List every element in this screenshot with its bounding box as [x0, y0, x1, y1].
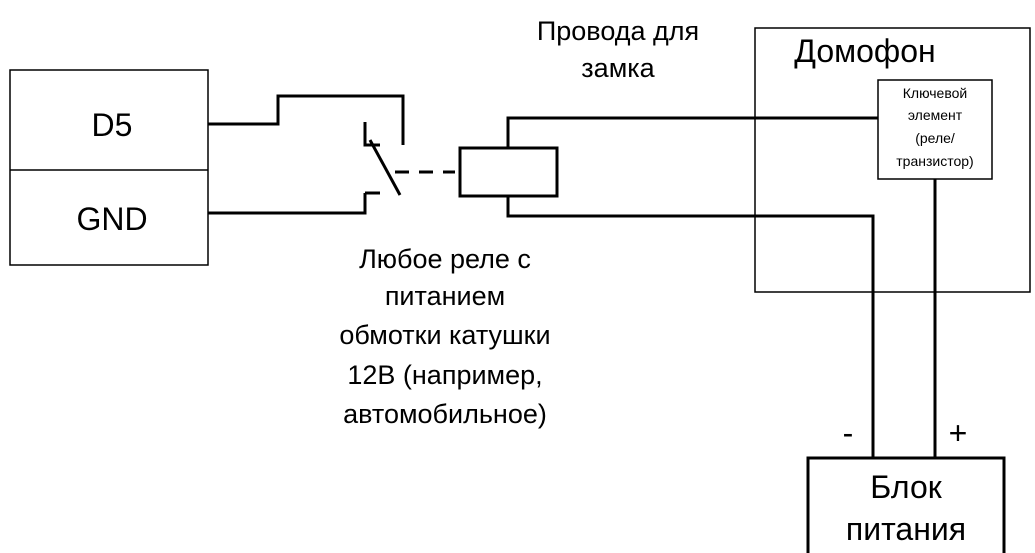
wire-lock-bottom [506, 196, 875, 458]
key-element-line-4: транзистор) [896, 153, 973, 169]
lock-wires-label: Провода для замка [537, 16, 699, 83]
wire-gnd [208, 193, 367, 215]
wire-lock-top [506, 116, 878, 148]
relay-description-line-1: Любое реле с [359, 244, 531, 274]
key-element-line-2: элемент [908, 107, 963, 123]
power-supply-title-line-2: питания [846, 511, 966, 547]
pin-gnd-label: GND [76, 201, 147, 237]
key-element-line-1: Ключевой [903, 85, 967, 101]
power-supply-title-line-1: Блок [870, 469, 942, 505]
relay-contact-fixed [363, 122, 380, 147]
relay-coil [458, 146, 559, 198]
power-minus-label: - [843, 415, 854, 451]
key-element-box [877, 79, 993, 180]
relay-description-line-5: автомобильное) [343, 399, 547, 429]
power-supply-outline [806, 456, 1006, 553]
lock-wires-label-line-1: Провода для [537, 16, 699, 46]
key-element-line-3: (реле/ [915, 130, 955, 146]
lock-wires-label-line-2: замка [581, 53, 655, 83]
power-plus-label: + [949, 415, 968, 451]
relay-description-line-4: 12В (например, [347, 360, 542, 390]
relay-description-line-2: питанием [385, 281, 505, 311]
relay-contact [363, 122, 455, 196]
relay-description-line-3: обмотки катушки [339, 320, 550, 350]
relay-contact-lever [368, 139, 402, 196]
intercom-block: Домофон Ключевой элемент (реле/ транзист… [754, 27, 1031, 293]
pin-d5-label: D5 [92, 107, 133, 143]
relay-description: Любое реле с питанием обмотки катушки 12… [339, 244, 550, 429]
controller-outline [9, 69, 209, 266]
power-supply-block: Блок питания - + [806, 415, 1006, 553]
intercom-outline [754, 27, 1031, 293]
wire-d5 [208, 94, 405, 145]
intercom-title: Домофон [794, 33, 935, 69]
controller-block: D5 GND [9, 69, 209, 266]
